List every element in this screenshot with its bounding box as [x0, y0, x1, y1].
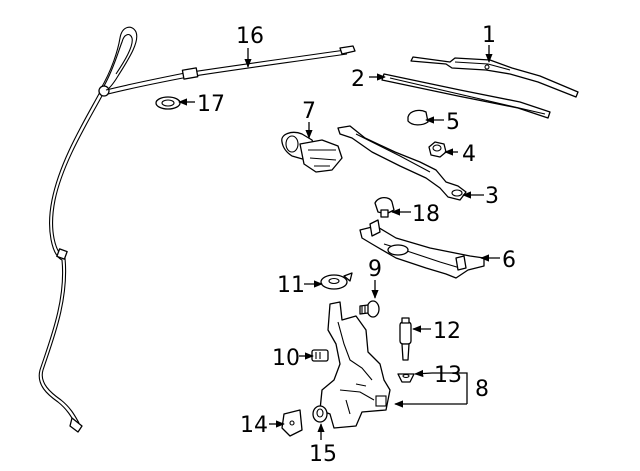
callout-17: 17	[197, 92, 225, 117]
callout-5: 5	[446, 110, 460, 135]
callout-4: 4	[462, 142, 476, 167]
push-pin-part	[359, 300, 380, 318]
callout-18: 18	[412, 202, 440, 227]
callout-3: 3	[485, 184, 499, 209]
wiper-linkage-part	[359, 219, 485, 279]
grommet-part	[155, 96, 181, 110]
callout-7: 7	[302, 99, 316, 124]
callout-13: 13	[434, 363, 462, 388]
pump-grommet-part	[397, 373, 415, 383]
nut-part	[428, 141, 447, 158]
callout-labels: 1 2 3 4 5 6 7 8 9 10 11 12 13 14 15 16 1…	[197, 23, 516, 467]
washer-reservoir-part	[319, 301, 391, 429]
washer-hose-part	[38, 26, 356, 433]
callout-16: 16	[236, 24, 264, 49]
leader-lines	[178, 45, 500, 440]
callout-15: 15	[309, 442, 337, 467]
washer-pump-part	[399, 317, 412, 361]
callout-6: 6	[502, 248, 516, 273]
callout-12: 12	[433, 319, 461, 344]
callout-11: 11	[277, 273, 305, 298]
wiper-refill-part	[381, 73, 551, 119]
cap-part	[312, 405, 328, 423]
pivot-cap-part	[407, 109, 429, 126]
pivot-clip-part	[374, 196, 395, 218]
wiper-blade-part	[410, 56, 579, 98]
callout-2: 2	[351, 67, 365, 92]
callout-10: 10	[272, 346, 300, 371]
level-sensor-part	[311, 349, 329, 362]
callout-9: 9	[368, 257, 382, 282]
pump-seal-part	[320, 272, 353, 290]
callout-1: 1	[482, 23, 496, 48]
bracket-part	[281, 409, 303, 437]
wiper-arm-part	[337, 125, 467, 201]
callout-14: 14	[240, 413, 268, 438]
wiper-motor-part	[281, 131, 343, 173]
callout-8: 8	[475, 377, 489, 402]
